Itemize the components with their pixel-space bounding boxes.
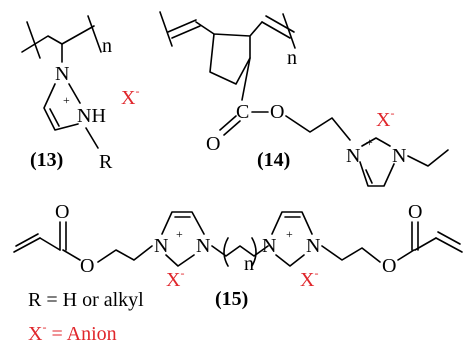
c15-atom-nc: N xyxy=(262,235,276,257)
c14-bond-to-c xyxy=(241,57,251,101)
c13-plus: + xyxy=(63,93,70,107)
c15-bridge-paren-left xyxy=(223,237,229,267)
c14-ring-double xyxy=(365,169,373,184)
c14-repeat-n: n xyxy=(287,47,297,69)
c15-atom-o2: O xyxy=(80,255,94,277)
compound-15: O O N + N X- n N + N X- O O (15) xyxy=(13,201,463,310)
c13-ring-double xyxy=(49,108,60,127)
c15-bridge-paren-right xyxy=(251,237,257,267)
c15-left-ethylene xyxy=(97,245,153,263)
c15-atom-nd: N xyxy=(306,235,320,257)
c15-plus-right: + xyxy=(286,227,293,241)
c13-bracket-left xyxy=(26,21,41,59)
c13-repeat-n: n xyxy=(102,35,112,57)
c13-ring xyxy=(43,83,81,131)
c13-atom-n1: N xyxy=(55,63,69,85)
c15-left-ring xyxy=(161,211,205,267)
c15-label: (15) xyxy=(215,288,248,310)
c14-bracket-right xyxy=(282,13,296,49)
c15-atom-o4: O xyxy=(408,201,422,223)
legend-x-definition: X- = Anion xyxy=(28,320,117,345)
legend-r-definition: R = H or alkyl xyxy=(28,289,144,311)
c14-atom-n3: N xyxy=(392,145,406,167)
c15-right-ethylene xyxy=(321,245,381,263)
c15-right-chain xyxy=(414,237,437,251)
c14-anion: X- xyxy=(376,106,394,131)
c15-atom-o3: O xyxy=(382,255,396,277)
c15-repeat-n: n xyxy=(244,253,254,275)
c14-atom-n1: N xyxy=(346,145,360,167)
c15-bridge xyxy=(211,245,269,257)
c15-atom-nb: N xyxy=(196,235,210,257)
c13-anion: X- xyxy=(121,84,139,109)
c14-atom-c: C xyxy=(236,101,249,123)
c14-ring xyxy=(359,137,395,187)
c15-left-carbonyl xyxy=(59,221,67,251)
compound-14: n C O O N + N X- (14) xyxy=(159,11,449,187)
c15-anion-right: X- xyxy=(300,266,318,291)
c15-atom-o1: O xyxy=(55,201,69,223)
c14-vinyl-left xyxy=(167,19,201,39)
c15-right-carbonyl xyxy=(411,221,419,251)
c14-left-stub xyxy=(195,21,215,35)
c14-c-o-double xyxy=(219,115,241,136)
c13-r: R xyxy=(99,151,113,173)
c14-ethyl xyxy=(407,149,449,167)
c15-left-vinyl xyxy=(13,233,41,253)
c15-right-vinyl xyxy=(435,231,463,253)
c14-label: (14) xyxy=(257,149,290,171)
c14-atom-o-ester: O xyxy=(270,101,284,123)
c13-bond-to-r xyxy=(85,127,99,149)
c15-left-c-o xyxy=(62,249,81,261)
c13-atom-nh: NH xyxy=(77,105,106,127)
compound-13: n N + NH R X- (13) xyxy=(21,15,139,173)
c14-cyclopentane xyxy=(209,21,263,85)
c13-label: (13) xyxy=(30,149,63,171)
c15-anion-left: X- xyxy=(166,266,184,291)
c13-bracket-right xyxy=(87,15,102,53)
legend: R = H or alkyl X- = Anion xyxy=(28,289,144,345)
c15-right-ring xyxy=(271,211,313,267)
c15-right-o-c xyxy=(397,249,415,261)
c14-atom-o-double: O xyxy=(206,133,220,155)
c14-vinyl-right xyxy=(261,15,295,39)
c15-left-chain-1 xyxy=(39,237,61,251)
c15-atom-na: N xyxy=(154,235,168,257)
c14-bracket-left xyxy=(159,11,173,47)
c15-plus-left: + xyxy=(176,227,183,241)
c14-ethylene xyxy=(285,115,351,141)
